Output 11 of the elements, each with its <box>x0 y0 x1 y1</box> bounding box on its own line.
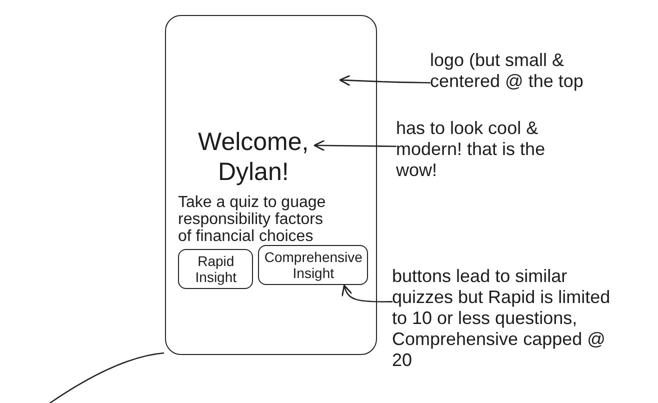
annotation-note: logo (but small & centered @ the top <box>430 50 615 92</box>
arrow <box>341 284 393 302</box>
welcome-heading: Welcome, Dylan! <box>192 127 314 188</box>
description-text: Take a quiz to guage responsibility factors of financial choices <box>178 194 327 245</box>
arrow <box>314 140 397 152</box>
quiz-button: Comprehensive Insight <box>258 245 368 286</box>
quiz-button: Rapid Insight <box>178 249 254 290</box>
annotation-note: has to look cool & modern! that is the wow! <box>396 118 581 181</box>
phone-frame <box>165 15 377 355</box>
arrow <box>339 74 431 86</box>
annotation-note: buttons lead to similar quizzes but Rapid is limited to 10 or less questions, Comprehensive capped @ 20 <box>392 266 614 371</box>
